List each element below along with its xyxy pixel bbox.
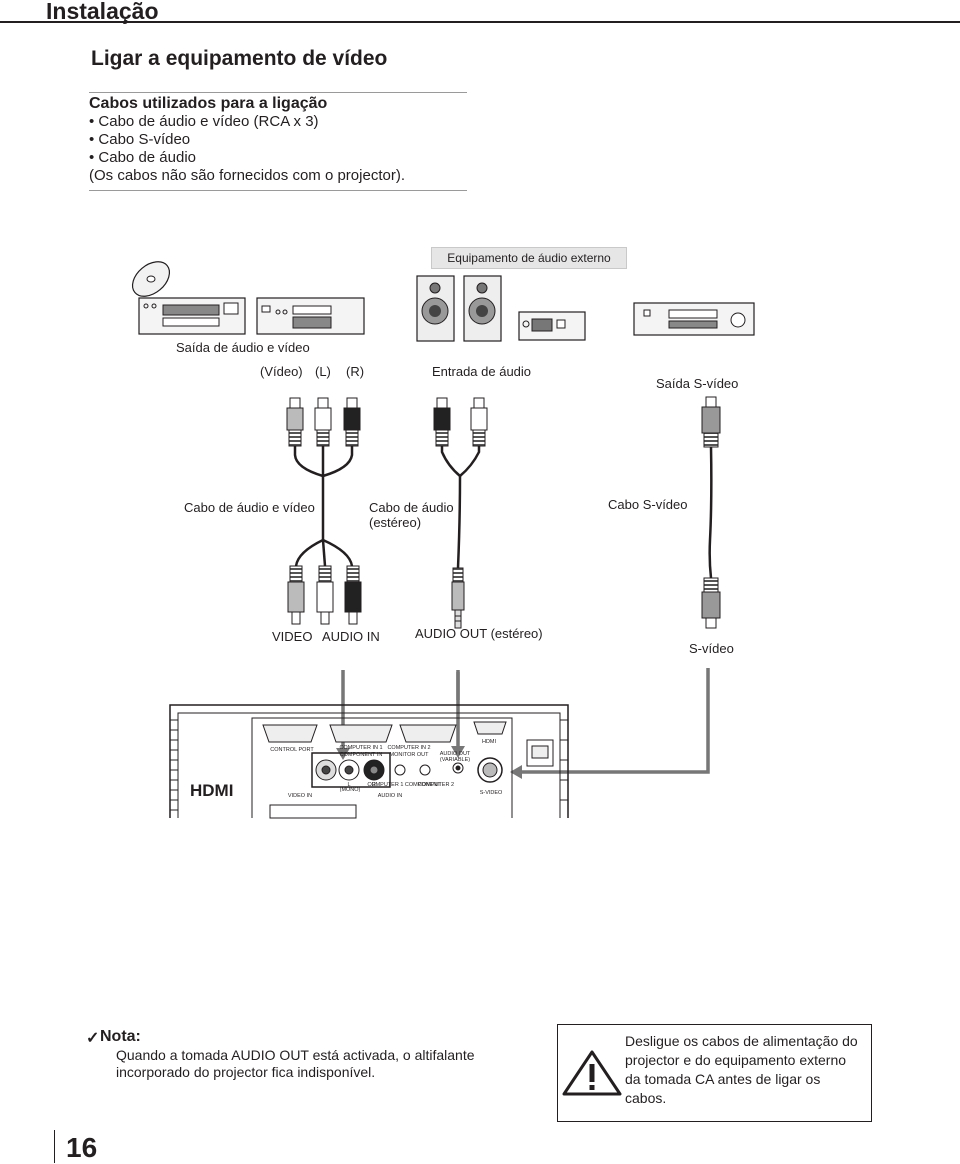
label-variable: (VARIABLE) [440,757,470,763]
label-computer-in-1: COMPUTER IN 1 [339,745,382,751]
svideo-cable-label: Cabo S-vídeo [608,497,688,512]
av-out-label: Saída de áudio e vídeo [176,340,310,355]
amplifier-icon [518,311,586,341]
svideo-out-label: Saída S-vídeo [656,376,739,391]
label-monitor-out: MONITOR OUT [389,752,429,758]
audio-in-jack-label: AUDIO IN [322,629,380,644]
audio-in-label: Entrada de áudio [432,364,532,379]
section-rule [0,21,960,23]
arrow-heads [336,746,522,779]
label-s-video: S-VIDEO [480,790,503,796]
audio-cable-label: Cabo de áudio [369,500,454,515]
dvd-disc-icon [131,261,171,297]
hdmi-logo: HDMI [190,781,233,800]
upper-audio-plugs [433,397,488,447]
section-title: Instalação [46,0,159,24]
cable-item-av: • Cabo de áudio e vídeo (RCA x 3) [89,113,319,130]
label-component-in: COMPONENT IN [340,752,383,758]
projector-panel [169,704,569,819]
page-number: 16 [66,1132,98,1163]
upper-rca-plugs [286,397,361,447]
label-mono: (MONO) [340,787,361,793]
video-tag: (Vídeo) [260,364,303,379]
audio-cable-stereo-label: (estéreo) [369,515,422,530]
cables-box: Cabos utilizados para a ligação • Cabo d… [89,92,467,191]
cables-note: (Os cabos não são fornecidos com o proje… [89,167,405,184]
note-title: Nota: [100,1028,141,1045]
upper-svideo-plug [701,396,721,448]
label-control-port: CONTROL PORT [270,747,314,753]
note-text: Quando a tomada AUDIO OUT está activada,… [116,1047,475,1080]
lower-mini-plug [451,567,465,629]
speaker-right-icon [463,275,502,342]
av-cable-label: Cabo de áudio e vídeo [184,500,315,515]
external-audio-label: Equipamento de áudio externo [431,247,627,269]
l-tag: (L) [315,364,331,379]
panel-labels: CONTROL PORT COMPUTER IN 1 COMPONENT IN … [270,739,503,799]
speaker-left-icon [416,275,455,342]
lower-svideo-plug [701,577,721,629]
warning-icon [562,1050,622,1096]
label-hdmi-port: HDMI [482,739,497,745]
video-jack-label: VIDEO [272,629,313,644]
cables [293,446,713,579]
lower-rca-plugs [287,565,362,625]
label-l: L [347,782,350,788]
r-tag: (R) [346,364,365,379]
dvd-player-icon [138,297,246,335]
label-computer-1-component: COMPUTER 1 COMPONENT [367,782,441,788]
cables-title: Cabos utilizados para a ligação [89,95,328,112]
label-panel-audio-in: AUDIO IN [378,793,402,799]
check-mark-icon: ✓ [86,1030,100,1047]
svideo-jack-label: S-vídeo [689,641,734,656]
warning-box [557,1024,872,1122]
label-computer-in-2: COMPUTER IN 2 [387,745,430,751]
label-computer-2: COMPUTER 2 [418,782,454,788]
svideo-source-icon [633,302,755,336]
audio-out-jack-label: AUDIO OUT (estéreo) [415,626,543,641]
label-audio-out: AUDIO OUT [440,751,471,757]
cable-item-svideo: • Cabo S-vídeo [89,131,191,148]
label-r: R [372,782,376,788]
label-video-in: VIDEO IN [288,793,312,799]
cable-item-audio: • Cabo de áudio [89,149,196,166]
vcr-icon [256,297,365,335]
page-number-rule [54,1130,55,1163]
warning-text: Desligue os cabos de alimentação do proj… [625,1033,858,1106]
page-title: Ligar a equipamento de vídeo [91,47,388,70]
